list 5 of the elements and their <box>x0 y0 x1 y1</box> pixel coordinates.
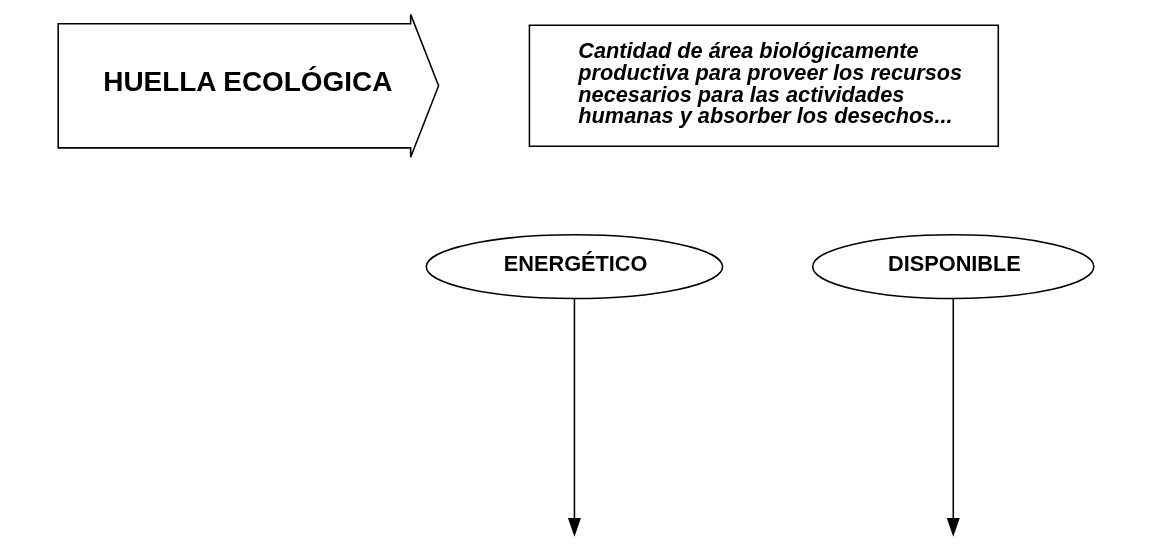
node-ellipse: DISPONIBLE <box>811 234 1095 300</box>
node-box: Cantidad de área biológicamente productiva para proveer los recursos necesarios para las actividades humanas y absorber los desechos... <box>528 24 999 148</box>
arrow <box>946 298 960 537</box>
node-ellipse: ENERGÉTICO <box>425 234 723 300</box>
arrow <box>567 298 581 537</box>
